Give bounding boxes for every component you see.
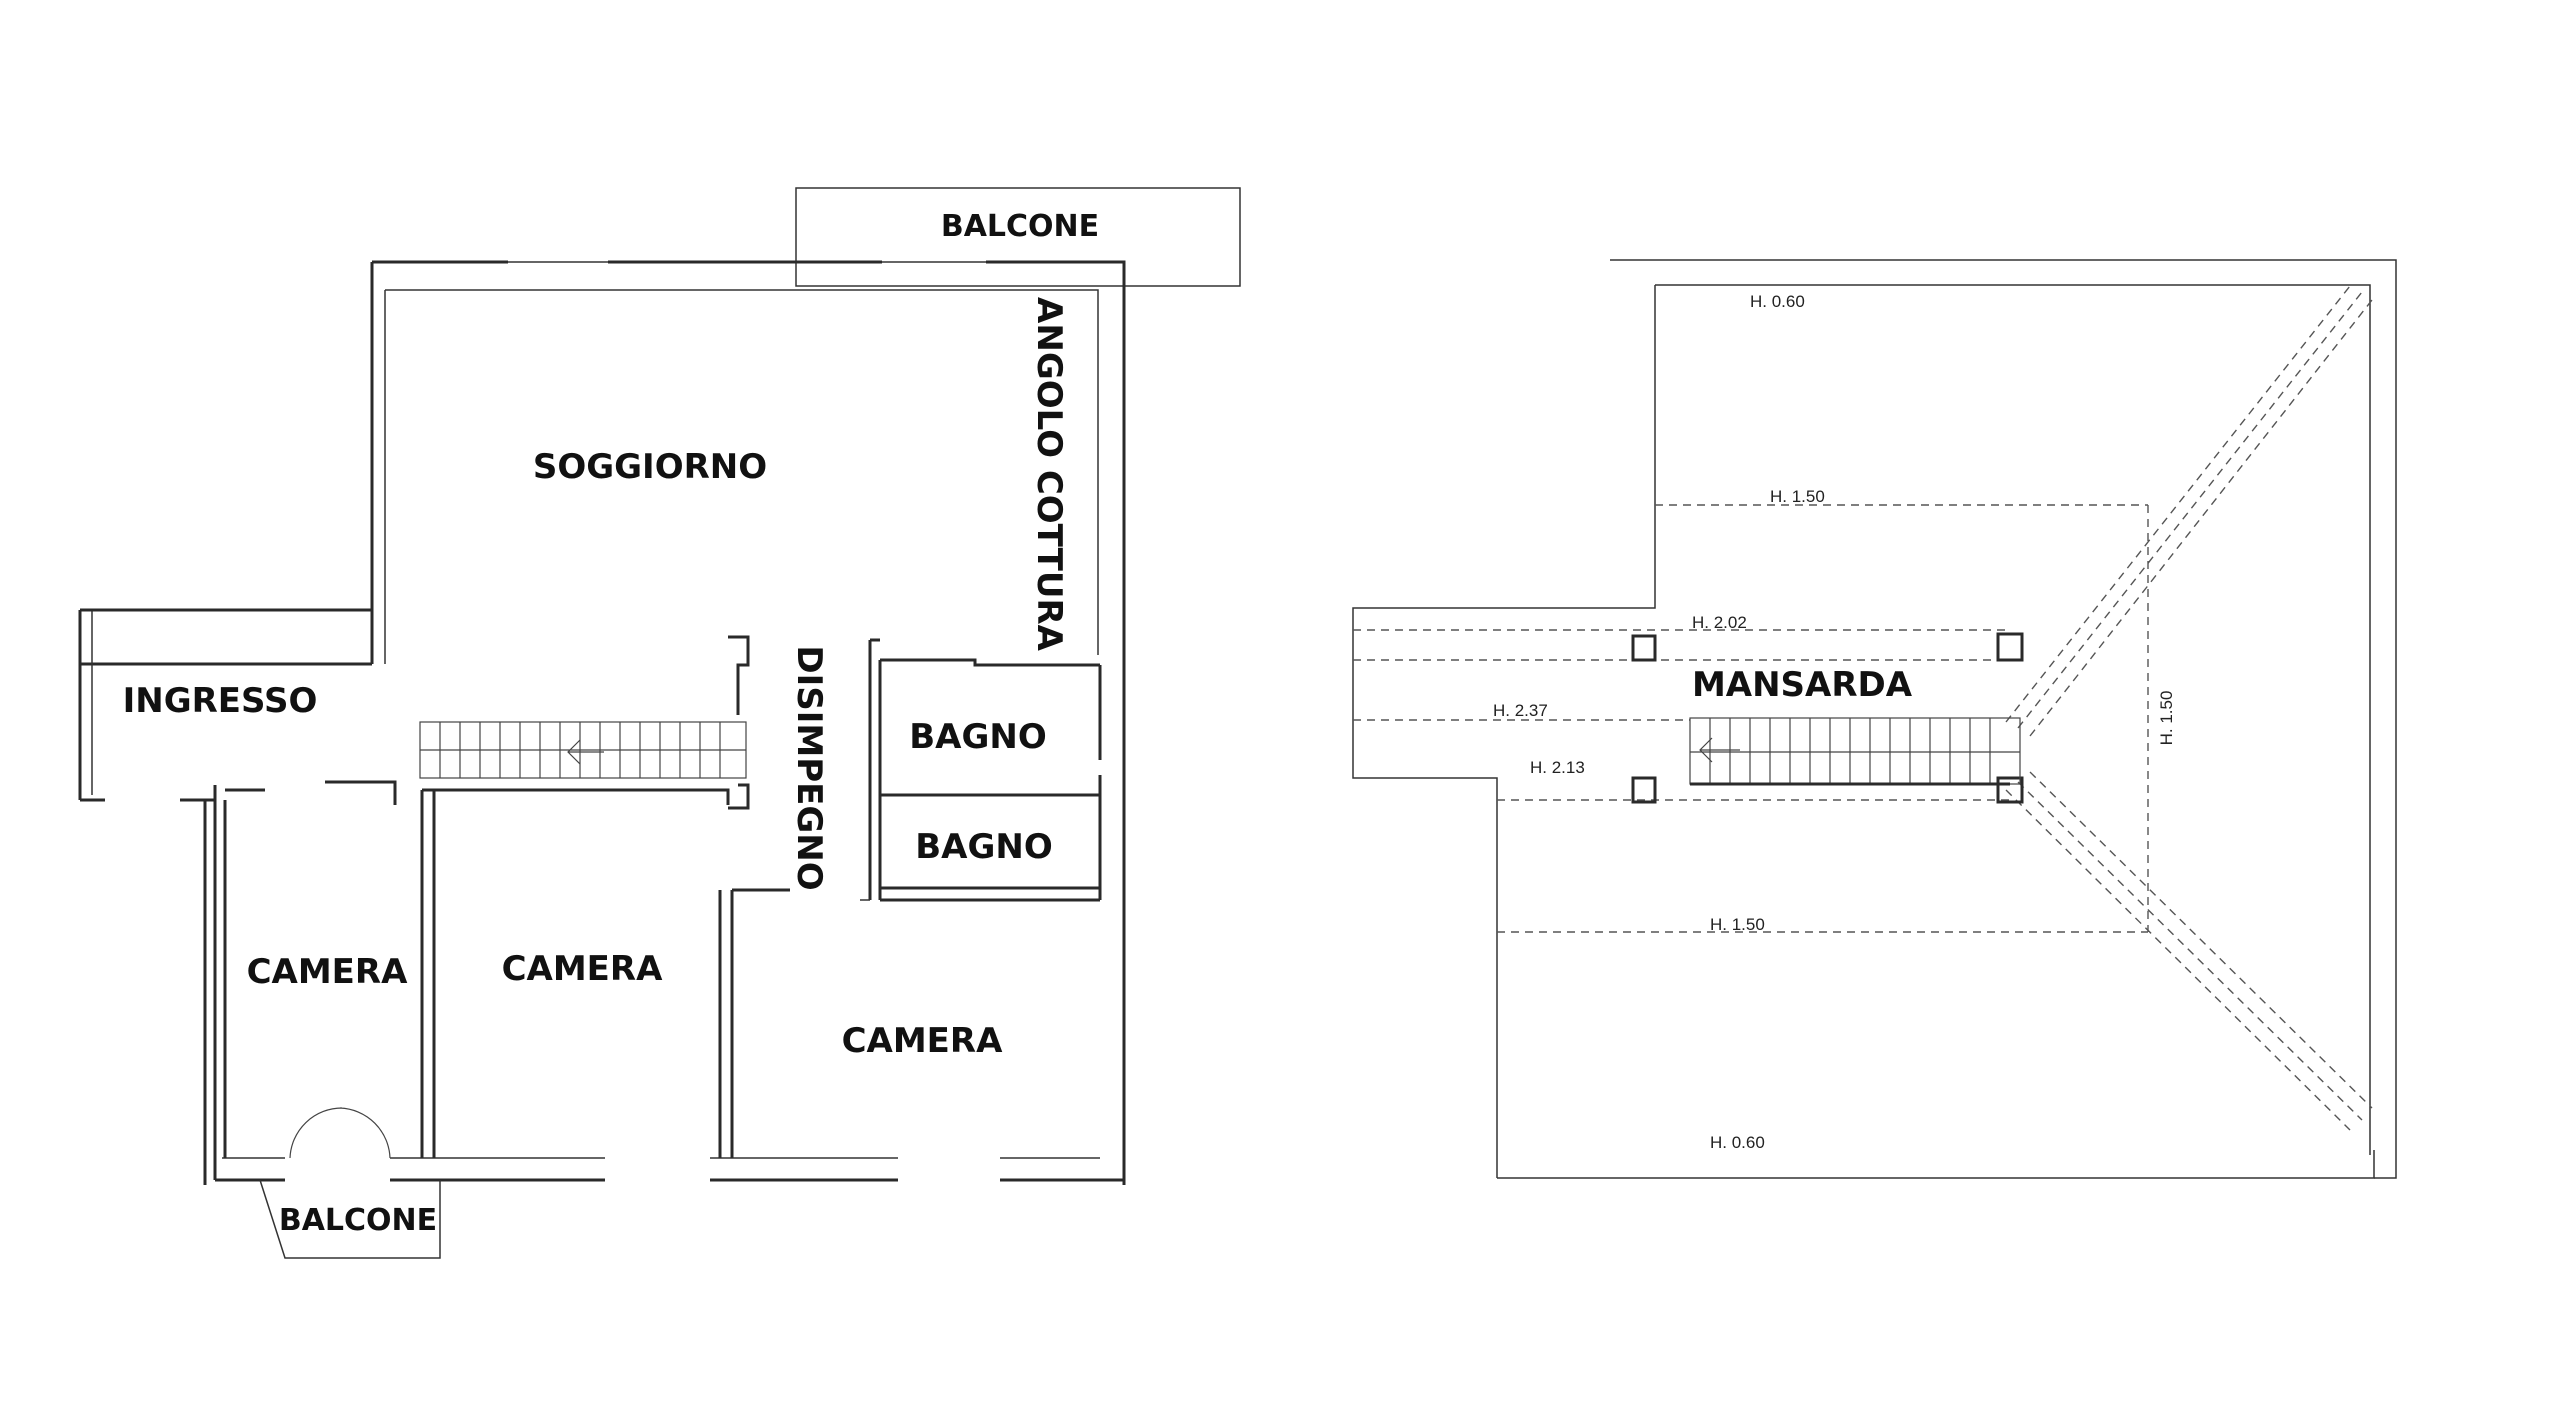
outer-wall-top	[78, 260, 1126, 1185]
room-label-bagno-2: BAGNO	[915, 827, 1053, 867]
bathroom-walls	[868, 638, 1102, 902]
room-label-ingresso: INGRESSO	[123, 681, 318, 721]
room-label-camera-1: CAMERA	[247, 952, 409, 992]
height-label-bottom: H. 0.60	[1710, 1133, 1765, 1152]
outer-wall-left-lower	[213, 785, 227, 1180]
room-label-bagno-1: BAGNO	[909, 717, 1047, 757]
room-label-angolo-cottura: ANGOLO COTTURA	[1029, 297, 1069, 652]
room-label-disimpegno: DISIMPEGNO	[789, 645, 829, 890]
room-label-balcone-bottom: BALCONE	[279, 1203, 437, 1238]
ground-floor-stair	[419, 721, 747, 779]
height-label-lower: H. 1.50	[1710, 915, 1765, 934]
interior-wall-camera-row-top	[225, 780, 730, 805]
balcony-door-swing	[289, 1107, 391, 1159]
window-openings-top	[508, 261, 986, 291]
room-label-balcone-top: BALCONE	[941, 209, 1099, 244]
attic-pillar-4	[1996, 776, 2024, 804]
attic-plan: MANSARDA H. 0.60 H. 1.50 H. 2.02 H. 2.37…	[1352, 259, 2397, 1179]
height-label-stair-top: H. 2.02	[1692, 613, 1747, 632]
balcony-top-outline	[795, 187, 1241, 287]
height-label-stair-bottom: H. 2.13	[1530, 758, 1585, 777]
attic-pillar-3	[1631, 776, 1657, 804]
interior-wall-disimpegno-left	[728, 635, 750, 810]
height-label-right-vertical: H. 1.50	[2157, 691, 2176, 746]
interior-wall-camera-1-2	[420, 790, 436, 1158]
room-label-soggiorno: SOGGIORNO	[533, 447, 767, 487]
ingresso-walls	[78, 608, 372, 802]
height-label-upper: H. 1.50	[1770, 487, 1825, 506]
ground-floor-plan: BALCONE SOGGIORNO ANGOLO COTTURA INGRESS…	[78, 187, 1241, 1259]
attic-stair	[1689, 717, 2021, 785]
roof-hip-lines	[1353, 285, 2373, 1131]
height-label-stair-mid: H. 2.37	[1493, 701, 1548, 720]
attic-outer-outline	[1610, 259, 2397, 1179]
attic-inner-outline	[1352, 284, 2375, 1179]
interior-wall-camera-2-3	[718, 888, 790, 1158]
room-label-camera-2: CAMERA	[502, 949, 664, 989]
height-label-top: H. 0.60	[1750, 292, 1805, 311]
room-label-camera-3: CAMERA	[842, 1021, 1004, 1061]
attic-pillar-2	[1996, 632, 2024, 662]
attic-pillar-1	[1631, 634, 1657, 662]
balcony-bottom-outline	[259, 1179, 441, 1259]
outer-wall-top-inner	[384, 289, 1099, 664]
room-label-mansarda: MANSARDA	[1692, 665, 1913, 705]
